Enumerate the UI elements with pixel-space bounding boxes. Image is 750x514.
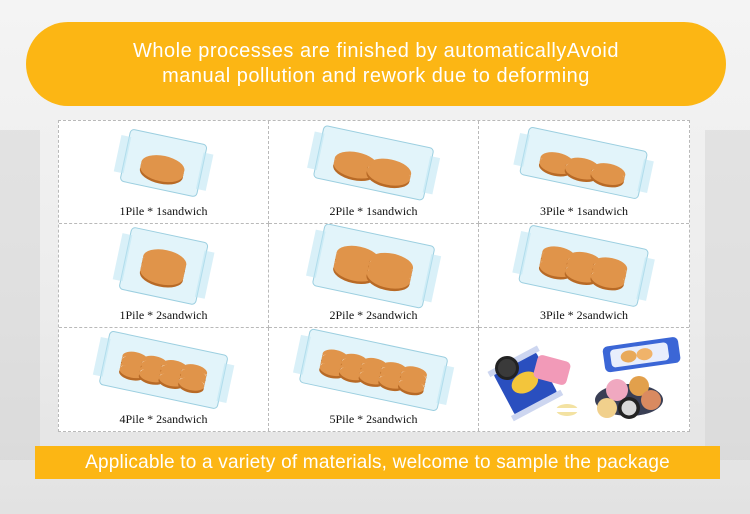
- film-seal-right: [195, 152, 214, 191]
- film-seal-left: [512, 231, 531, 275]
- blue-cookie-pack: [487, 345, 564, 421]
- film-seal-left: [307, 131, 325, 170]
- film-seal-right: [636, 257, 655, 302]
- sample-cell: 3Pile * 2sandwich: [479, 224, 689, 328]
- biscuit: [333, 259, 377, 282]
- sample-label: 4Pile * 2sandwich: [119, 412, 208, 426]
- biscuit: [339, 366, 365, 380]
- sample-cell: 2Pile * 2sandwich: [269, 224, 479, 328]
- sample-cell-product-photo: [479, 328, 689, 431]
- sample-label: 2Pile * 2sandwich: [329, 307, 418, 322]
- film-seal-right: [216, 362, 235, 403]
- packaging-samples-grid: 1Pile * 1sandwich 2Pile * 1sandwich 3Pil…: [58, 120, 690, 432]
- sample-cell: 1Pile * 1sandwich: [59, 121, 269, 225]
- biscuit: [366, 163, 411, 186]
- film-seal-left: [292, 334, 311, 375]
- package-illustration: [306, 224, 442, 309]
- biscuit: [319, 362, 346, 376]
- film-seal-left: [513, 132, 530, 167]
- headline-line-1: Whole processes are finished by automati…: [133, 40, 619, 62]
- biscuit: [119, 364, 146, 378]
- biscuit: [158, 372, 185, 387]
- sample-label: 3Pile * 2sandwich: [540, 307, 628, 322]
- film-seal-left: [92, 336, 111, 377]
- sample-cell: 3Pile * 1sandwich: [479, 121, 689, 225]
- biscuit: [378, 374, 405, 389]
- sample-label: 1Pile * 1sandwich: [119, 204, 208, 219]
- background-shelf: [705, 130, 750, 460]
- biscuit: [565, 265, 599, 283]
- biscuit: [539, 156, 573, 175]
- film-seal-left: [306, 229, 326, 279]
- headline-banner: Whole processes are finished by automati…: [26, 22, 726, 106]
- sample-cell: 1Pile * 2sandwich: [59, 224, 269, 328]
- film-seal-right: [436, 364, 455, 405]
- package-illustration: [92, 330, 235, 409]
- headline-line-2: manual pollution and rework due to defor…: [162, 65, 590, 87]
- footer-banner: Applicable to a variety of materials, we…: [35, 446, 720, 479]
- biscuit: [539, 259, 573, 278]
- package-illustration: [113, 129, 214, 197]
- biscuit: [139, 368, 165, 383]
- biscuit: [140, 159, 184, 183]
- package-illustration: [292, 328, 455, 411]
- film-seal-right: [421, 254, 442, 303]
- package-illustration: [112, 227, 215, 306]
- film-seal-right: [637, 159, 654, 193]
- footer-text: Applicable to a variety of materials, we…: [85, 451, 670, 473]
- sample-label: 3Pile * 1sandwich: [540, 204, 628, 219]
- sample-cell: 5Pile * 2sandwich: [269, 327, 479, 431]
- sample-cell: 2Pile * 1sandwich: [269, 121, 479, 225]
- biscuit: [333, 155, 377, 179]
- biscuit: [140, 262, 184, 286]
- biscuit: [590, 167, 625, 185]
- sample-label: 1Pile * 2sandwich: [119, 307, 208, 322]
- package-illustration: [512, 225, 655, 308]
- film-seal-right: [422, 156, 441, 195]
- biscuit: [590, 270, 625, 289]
- sample-label: 5Pile * 2sandwich: [329, 412, 418, 426]
- film-seal-left: [112, 233, 133, 282]
- biscuit: [178, 377, 205, 391]
- biscuit: [398, 379, 425, 393]
- biscuit: [366, 266, 411, 289]
- package-illustration: [513, 127, 654, 199]
- sample-label: 2Pile * 1sandwich: [329, 204, 418, 219]
- biscuit: [565, 162, 599, 180]
- packaged-cookies-photo: [487, 336, 681, 421]
- background-shelf: [0, 130, 40, 460]
- biscuit: [359, 370, 385, 385]
- film-seal-left: [113, 135, 132, 174]
- film-seal-right: [194, 250, 215, 300]
- package-illustration: [307, 125, 441, 201]
- sample-cell: 4Pile * 2sandwich: [59, 327, 269, 431]
